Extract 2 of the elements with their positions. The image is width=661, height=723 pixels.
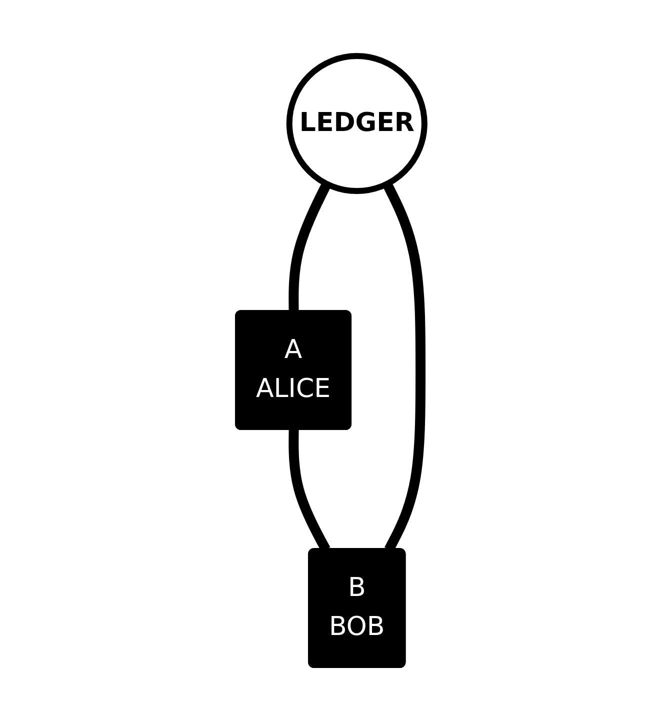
node-circle: LEDGER: [286, 52, 428, 194]
connector: [288, 182, 332, 312]
